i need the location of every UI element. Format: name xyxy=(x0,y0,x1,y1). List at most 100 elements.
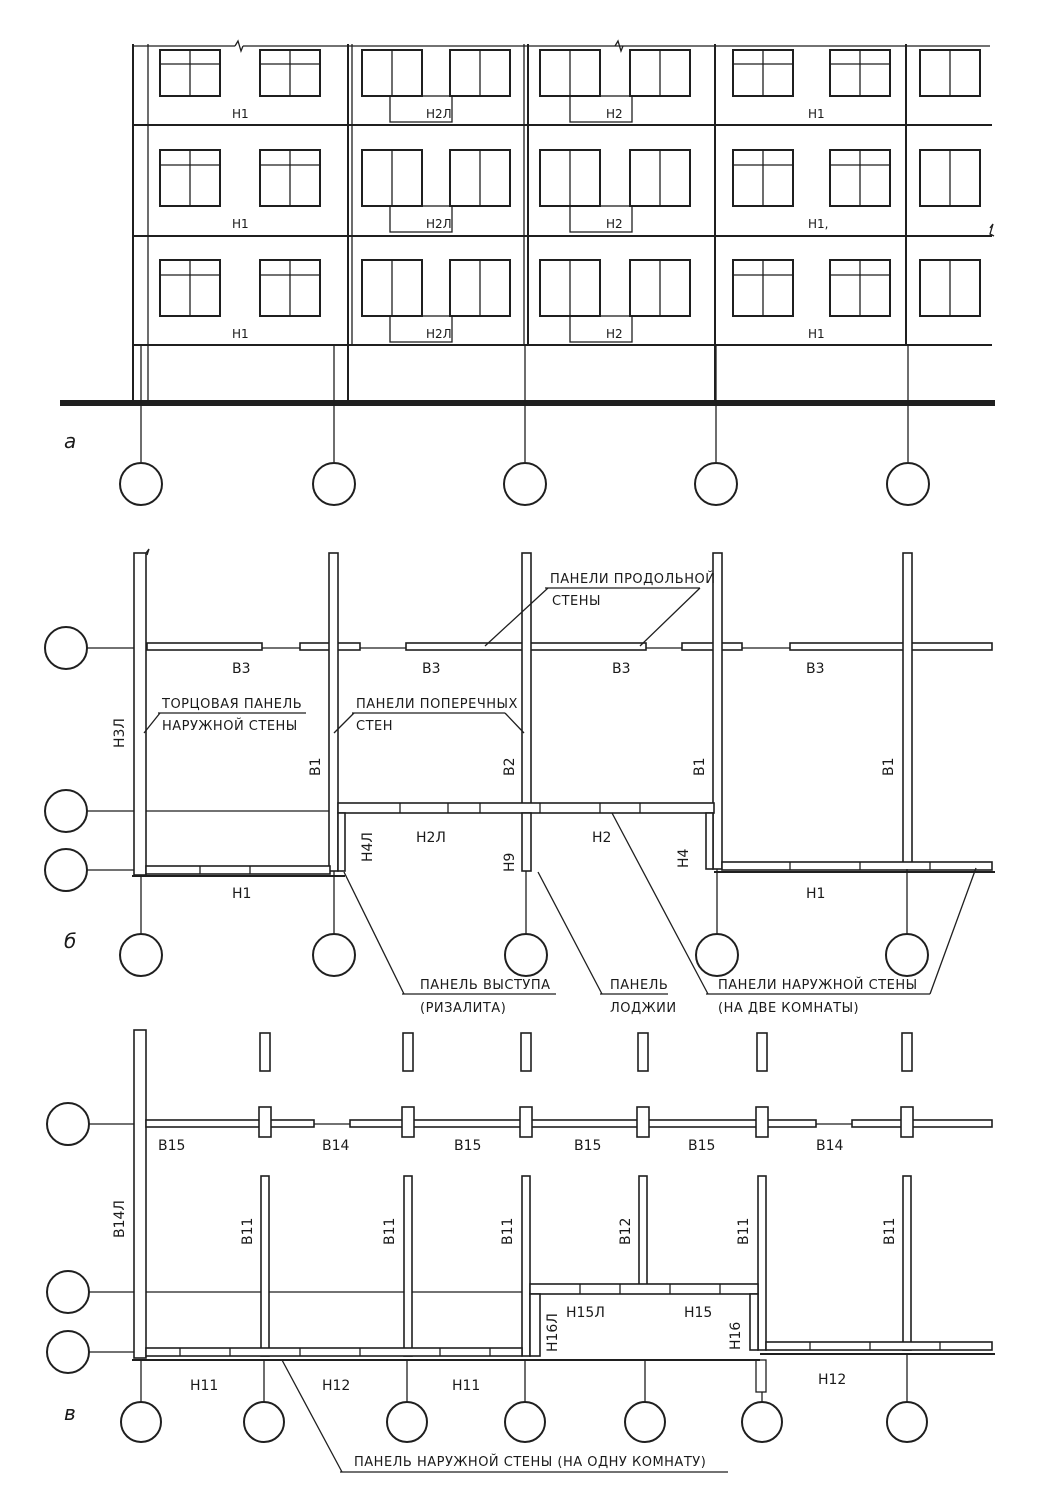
joint-block xyxy=(636,1106,650,1138)
panel-label: Н1 xyxy=(232,886,251,902)
axis-marker xyxy=(44,626,88,670)
annotation: ПАНЕЛИ ПРОДОЛЬНОЙ xyxy=(550,571,715,587)
panel-label: В15 xyxy=(158,1138,185,1154)
cross-wall-panel xyxy=(902,1175,912,1351)
cross-wall-panel xyxy=(521,1175,531,1357)
panel-label: В15 xyxy=(454,1138,481,1154)
annotation: СТЕНЫ xyxy=(552,594,601,609)
panel-label: Н2Л xyxy=(426,327,452,341)
axis-marker xyxy=(885,933,929,977)
joint-block xyxy=(900,1106,914,1138)
panel-label: В11 xyxy=(500,1218,516,1245)
panel-label: Н2 xyxy=(606,107,623,121)
loggia-edge xyxy=(755,1359,767,1393)
annotation: (РИЗАЛИТА) xyxy=(420,1001,506,1016)
panel-label: В11 xyxy=(882,1218,898,1245)
axis-marker xyxy=(503,462,547,506)
axis-marker xyxy=(694,462,738,506)
projection-panel xyxy=(749,1293,759,1351)
panel-label: В1 xyxy=(881,757,897,776)
panel-label: Н12 xyxy=(818,1372,846,1388)
loggia-frame xyxy=(389,95,453,123)
axis-marker xyxy=(624,1401,666,1443)
panel-label: В15 xyxy=(688,1138,715,1154)
panel-label: Н3Л xyxy=(112,718,128,748)
loggia-panel xyxy=(337,802,715,814)
axis-marker xyxy=(243,1401,285,1443)
joint-block xyxy=(401,1106,415,1138)
cross-wall-panel xyxy=(260,1175,270,1357)
panel-label: В3 xyxy=(806,661,825,677)
cross-wall-stub xyxy=(402,1032,414,1072)
break-mark xyxy=(614,39,624,53)
panel-label: Н4Л xyxy=(360,832,376,862)
axis-marker xyxy=(44,848,88,892)
outer-wall-panel xyxy=(145,865,331,875)
panel-label: Н11 xyxy=(190,1378,218,1394)
plan-b: В3 В3 В3 В3 Н3Л В1 В2 В1 В1 Н4Л Н2Л Н9 Н… xyxy=(44,548,995,1016)
annotation: ПАНЕЛЬ НАРУЖНОЙ СТЕНЫ (НА ОДНУ КОМНАТУ) xyxy=(354,1454,706,1470)
projection-panel xyxy=(529,1293,541,1357)
annotation: НАРУЖНОЙ СТЕНЫ xyxy=(162,718,298,734)
longitudinal-panel xyxy=(145,1119,315,1128)
axis-marker xyxy=(695,933,739,977)
cross-wall-panel xyxy=(403,1175,413,1357)
outer-wall-panel xyxy=(145,1347,523,1357)
panel-label: Н1, xyxy=(808,217,828,231)
longitudinal-panel xyxy=(681,642,743,651)
panel-label: В14Л xyxy=(112,1200,128,1238)
cross-wall-panel xyxy=(638,1175,648,1287)
panel-label: Н1 xyxy=(232,107,249,121)
panel-label: В2 xyxy=(502,757,518,776)
loggia-frame xyxy=(569,315,633,343)
panel-label: Н2Л xyxy=(416,830,446,846)
loggia-frame xyxy=(389,315,453,343)
panel-label: Н16 xyxy=(728,1322,744,1350)
annotation: ЛОДЖИИ xyxy=(610,1001,677,1016)
projection-panel xyxy=(705,812,714,870)
plan-v: В15 В14 В15 В15 В15 В14 В14Л В11 В11 В11… xyxy=(46,1029,995,1473)
end-wall-panel xyxy=(133,1029,147,1359)
panel-label: В3 xyxy=(612,661,631,677)
axis-marker xyxy=(886,1401,928,1443)
axis-marker xyxy=(312,462,356,506)
section-letter-v: в xyxy=(64,1401,76,1425)
axis-marker xyxy=(46,1330,90,1374)
axis-marker xyxy=(44,789,88,833)
cross-wall-stub xyxy=(520,1032,532,1072)
panel-label: В1 xyxy=(692,757,708,776)
axis-marker xyxy=(886,462,930,506)
annotation: ПАНЕЛИ ПОПЕРЕЧНЫХ xyxy=(356,697,518,712)
panel-label: В14 xyxy=(322,1138,350,1154)
axis-marker xyxy=(119,933,163,977)
axis-marker xyxy=(504,933,548,977)
cross-wall-stub xyxy=(756,1032,768,1072)
window-row-1 xyxy=(159,49,981,123)
cross-wall-stub xyxy=(259,1032,271,1072)
panel-label: В3 xyxy=(232,661,251,677)
annotation: СТЕН xyxy=(356,719,393,734)
longitudinal-panel xyxy=(146,642,263,651)
panel-label: Н2 xyxy=(606,217,623,231)
window-row-3 xyxy=(159,259,981,343)
axis-marker xyxy=(386,1401,428,1443)
axis-marker xyxy=(46,1270,90,1314)
panel-label: В11 xyxy=(240,1218,256,1245)
panel-label: Н12 xyxy=(322,1378,350,1394)
panel-label: В11 xyxy=(382,1218,398,1245)
cross-wall-panel xyxy=(757,1175,767,1351)
panel-label: Н1 xyxy=(808,107,825,121)
joint-block xyxy=(519,1106,533,1138)
panel-label: Н2 xyxy=(606,327,623,341)
longitudinal-panel xyxy=(789,642,993,651)
panel-label: Н1 xyxy=(232,217,249,231)
annotation: ТОРЦОВАЯ ПАНЕЛЬ xyxy=(161,697,302,712)
axis-marker xyxy=(741,1401,783,1443)
cross-wall-panel xyxy=(521,552,532,810)
panel-label: Н15 xyxy=(684,1305,712,1321)
axis-marker xyxy=(120,1401,162,1443)
panel-label: Н1 xyxy=(232,327,249,341)
break-mark xyxy=(234,39,244,53)
panel-label: Н9 xyxy=(502,853,518,872)
